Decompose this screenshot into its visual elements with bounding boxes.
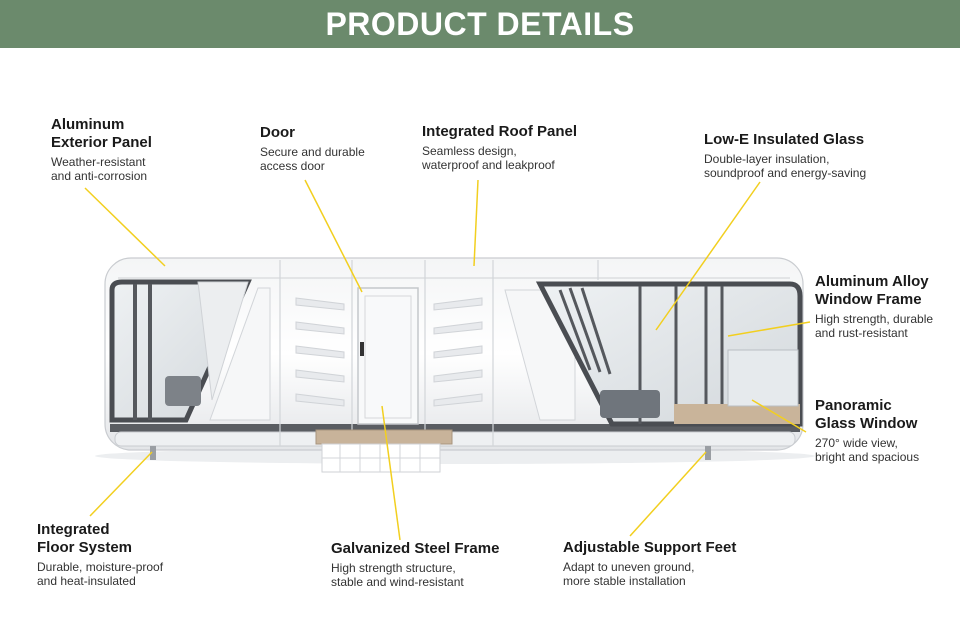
callout-description: Weather-resistant and anti-corrosion — [51, 155, 148, 183]
callout-door: Door Secure and durable access door — [260, 124, 365, 173]
callout-title: Door — [260, 124, 295, 141]
callout-title: Aluminum Exterior Panel — [51, 116, 152, 151]
door — [357, 287, 419, 425]
callout-description: High strength structure, stable and wind… — [331, 561, 464, 589]
callout-aluminum-exterior-panel: Aluminum Exterior Panel Weather-resistan… — [51, 116, 152, 183]
callout-description: Durable, moisture-proof and heat-insulat… — [37, 560, 164, 588]
callout-description: 270° wide view, bright and spacious — [815, 436, 920, 464]
callout-title: Adjustable Support Feet — [563, 539, 737, 556]
callout-panoramic-glass-window: Panoramic Glass Window 270° wide view, b… — [815, 397, 919, 464]
callout-aluminum-alloy-window-frame: Aluminum Alloy Window Frame High strengt… — [815, 273, 933, 340]
ground-shadow — [95, 448, 815, 464]
callout-description: Seamless design, waterproof and leakproo… — [422, 144, 555, 172]
callout-description: High strength, durable and rust-resistan… — [815, 312, 934, 340]
door-handle — [360, 342, 364, 356]
leader-lines — [84, 179, 811, 541]
callout-description: Adapt to uneven ground, more stable inst… — [563, 560, 695, 588]
callout-description: Secure and durable access door — [260, 145, 365, 173]
header-banner: PRODUCT DETAILS — [0, 0, 960, 48]
callout-title: Panoramic Glass Window — [815, 397, 918, 432]
entry-steps — [315, 429, 453, 445]
callout-title: Low-E Insulated Glass — [704, 131, 865, 148]
callout-title: Integrated Roof Panel — [422, 123, 578, 140]
callout-integrated-floor-system: Integrated Floor System Durable, moistur… — [37, 521, 163, 588]
page-title: PRODUCT DETAILS — [325, 5, 635, 42]
callout-title: Aluminum Alloy Window Frame — [815, 273, 929, 308]
support-foot-left — [150, 446, 156, 460]
callout-title: Galvanized Steel Frame — [331, 540, 500, 557]
callout-title: Integrated Floor System — [37, 521, 133, 556]
callout-adjustable-support-feet: Adjustable Support Feet Adapt to uneven … — [563, 539, 736, 588]
floor-strip — [110, 424, 800, 432]
callout-description: Double-layer insulation, soundproof and … — [704, 152, 867, 180]
callout-low-e-insulated-glass: Low-E Insulated Glass Double-layer insul… — [704, 131, 866, 180]
callout-integrated-roof-panel: Integrated Roof Panel Seamless design, w… — [422, 123, 577, 172]
support-foot-right — [705, 446, 711, 460]
callout-galvanized-steel-frame: Galvanized Steel Frame High strength str… — [331, 540, 499, 589]
